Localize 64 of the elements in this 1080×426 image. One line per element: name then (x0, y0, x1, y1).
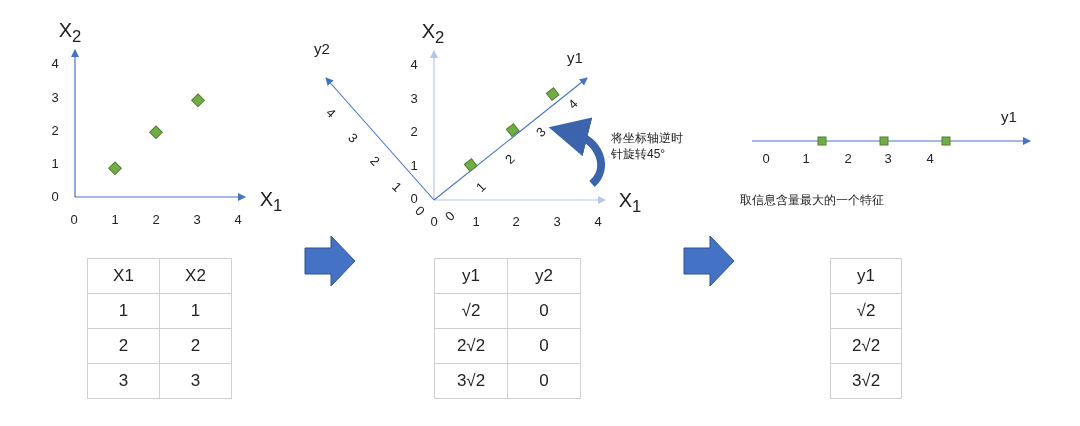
column-header: y2 (535, 266, 553, 285)
tick-label: 3 (533, 124, 549, 140)
axis-label: y1 (567, 49, 583, 65)
tick-label: 2 (152, 212, 160, 226)
axis-label: X$_{1}$ (618, 190, 642, 216)
table-value: √2 (856, 301, 876, 320)
tick-label: 2 (367, 153, 383, 169)
tick-label: 2 (51, 123, 59, 137)
tick-label: 1 (111, 212, 119, 226)
tick-label: 2 (512, 214, 520, 228)
tick-label: 4 (565, 96, 581, 112)
table-value: 3 (190, 371, 201, 390)
tick-label: 3 (345, 130, 361, 146)
tick-label: 2 (410, 124, 418, 138)
tick-label: 4 (234, 212, 242, 226)
tick-label: 0 (762, 151, 770, 165)
tick-label: 4 (51, 56, 59, 70)
axis-label: X$_{2}$ (421, 21, 445, 47)
table-value: 2 (118, 336, 129, 355)
column-header: X1 (113, 266, 134, 285)
tick-label: 3 (410, 91, 418, 105)
tick-label: 3 (193, 212, 201, 226)
column-header: y1 (462, 266, 480, 285)
table-value: 2√2 (456, 336, 486, 355)
tick-label: 3 (553, 214, 561, 228)
tick-label: 2 (502, 151, 518, 167)
table-value: 0 (539, 371, 549, 390)
note-text: 取信息含量最大的一个特征 (740, 192, 884, 209)
axis-label: X$_{2}$ (58, 20, 82, 46)
tick-label: 1 (472, 214, 480, 228)
tick-label: 1 (51, 156, 59, 170)
note-text: 将坐标轴逆时针旋转45° (611, 130, 684, 163)
table-value: √2 (461, 301, 481, 320)
tick-label: 2 (844, 151, 852, 165)
tick-label: 4 (410, 57, 418, 71)
tick-label: 1 (389, 179, 405, 195)
tick-label: 0 (430, 214, 438, 228)
tick-label: 1 (802, 151, 810, 165)
tick-label: 3 (884, 151, 892, 165)
table-value: 2 (190, 336, 201, 355)
tick-label: 3 (51, 90, 59, 104)
tick-label: 0 (70, 212, 78, 226)
tick-label: 0 (51, 189, 59, 203)
table-value: 0 (539, 336, 549, 355)
tick-label: 0 (412, 203, 428, 219)
axis-label: y1 (1001, 108, 1017, 124)
axis-label: X$_{1}$ (259, 189, 283, 215)
table-value: 2√2 (851, 336, 881, 355)
table-value: 1 (118, 301, 129, 320)
table-value: 1 (190, 301, 201, 320)
table-value: 3√2 (851, 371, 881, 390)
table-value: 3√2 (456, 371, 486, 390)
tick-label: 4 (594, 214, 602, 228)
axis-label: y2 (314, 40, 330, 56)
tick-label: 4 (323, 105, 339, 121)
tick-label: 1 (473, 179, 489, 195)
column-header: X2 (185, 266, 206, 285)
column-header: y1 (857, 266, 875, 285)
table-value: 0 (539, 301, 549, 320)
tick-label: 1 (410, 158, 418, 172)
tick-label: 0 (442, 208, 458, 224)
tick-label: 4 (926, 151, 934, 165)
table-value: 3 (118, 371, 129, 390)
tick-label: 0 (410, 191, 418, 205)
